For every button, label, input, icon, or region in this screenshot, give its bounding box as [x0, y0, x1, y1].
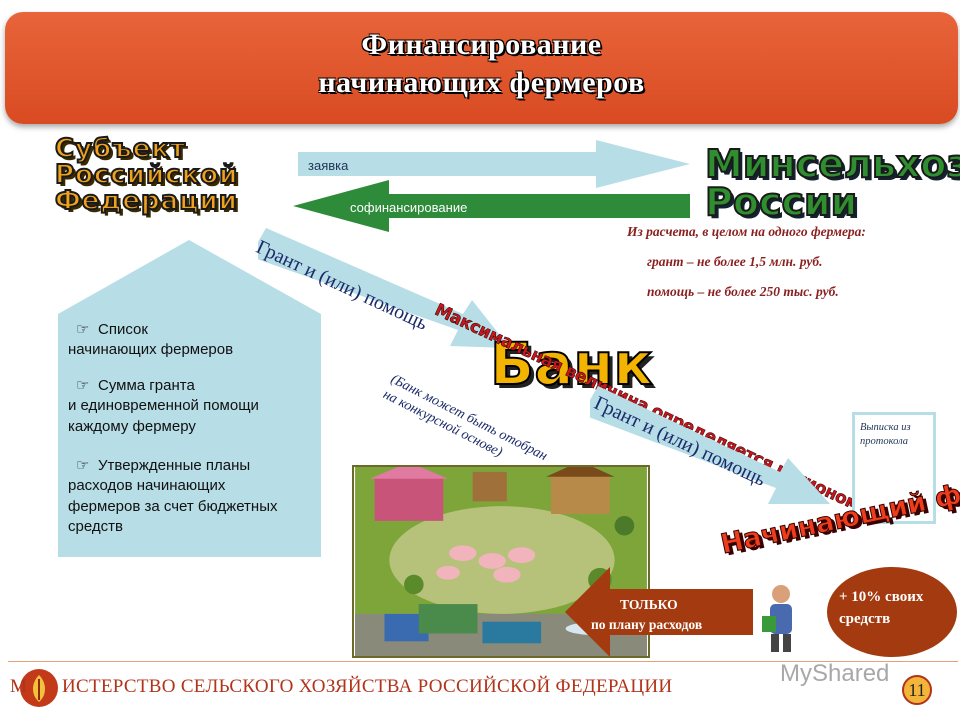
farm-illustration [352, 465, 650, 658]
footer-divider [8, 661, 958, 662]
ministry-heading: Минсельхоз России [704, 142, 960, 224]
protocol-extract-document: Выписка из протокола [852, 412, 936, 524]
grant-to-farmer-arrow [590, 386, 830, 504]
pointing-hand-icon: ☞ [76, 377, 90, 394]
subject-heading: Субъект Российской Федерации [54, 134, 295, 216]
pointing-hand-icon: ☞ [76, 457, 90, 474]
title-banner: Финансирование начинающих фермеров [5, 12, 958, 124]
documents-panel [58, 240, 321, 557]
plan-arrow [565, 567, 753, 657]
ministry-line1: Минсельхоз [704, 142, 960, 186]
protocol-text: Выписка из протокола [860, 421, 911, 448]
footer-ministry-name: ИСТЕРСТВО СЕЛЬСКОГО ХОЗЯЙСТВА РОССИЙСКОЙ… [62, 676, 673, 697]
plan-line2: по плану расходов [591, 617, 703, 632]
application-label: заявка [308, 158, 349, 173]
document-item-plans: ☞Утвержденные планы расходов начинающих … [68, 457, 278, 535]
limits-grant: грант – не более 1,5 млн. руб. [647, 254, 823, 269]
grant-to-bank-arrow [258, 228, 510, 348]
cofinancing-arrow [293, 180, 690, 232]
pointing-hand-icon: ☞ [76, 321, 90, 338]
slide-title-line2: начинающих фермеров [318, 66, 645, 99]
limits-help: помощь – не более 250 тыс. руб. [647, 284, 839, 299]
protocol-line1: Выписка из [860, 422, 911, 433]
watermark: MyShared [780, 660, 890, 687]
document-item-list: ☞Список начинающих фермеров [68, 321, 234, 359]
page-number: 11 [902, 675, 932, 705]
person-icon [762, 585, 792, 652]
limits-intro: Из расчета, в целом на одного фермера: [627, 224, 866, 239]
own-funds-line2: средств [839, 610, 891, 627]
plan-line1: ТОЛЬКО [620, 597, 678, 612]
cofinancing-label: софинансирование [350, 200, 468, 215]
ministry-line2: России [704, 180, 858, 224]
document-item-sum: ☞Сумма гранта и единовременной помощи ка… [68, 377, 259, 435]
own-funds-line1: + 10% своих [839, 589, 924, 605]
slide-title-line1: Финансирование [361, 28, 602, 61]
own-funds-badge: + 10% своих средств [827, 567, 957, 657]
subject-line1: Субъект [54, 134, 187, 164]
bank-heading: Банк [489, 329, 654, 399]
footer-prefix: М [10, 676, 27, 697]
application-arrow [298, 140, 690, 188]
protocol-line2: протокола [860, 435, 909, 447]
ministry-emblem-icon [20, 669, 58, 707]
subject-line3: Федерации [54, 186, 238, 216]
subject-line2: Российской [54, 160, 239, 190]
